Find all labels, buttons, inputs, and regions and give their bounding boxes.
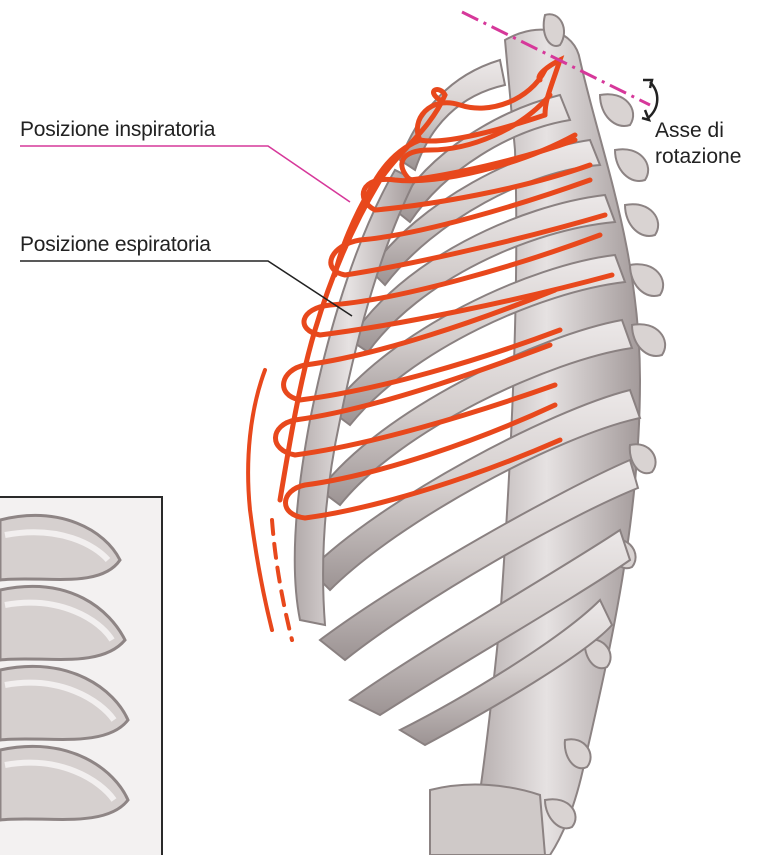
rotation-axis-label-line2: rotazione [655,144,741,170]
rotation-axis-label: Asse di rotazione [655,118,741,170]
inspiratory-position-label: Posizione inspiratoria [20,118,215,142]
expiratory-position-label: Posizione espiratoria [20,233,211,257]
expiratory-leader-line [20,261,352,316]
rotation-axis-label-line1: Asse di [655,118,741,144]
inset-detail-frame [0,497,162,855]
curved-double-arrow-icon [642,80,657,120]
inspiratory-leader-line [20,146,350,202]
